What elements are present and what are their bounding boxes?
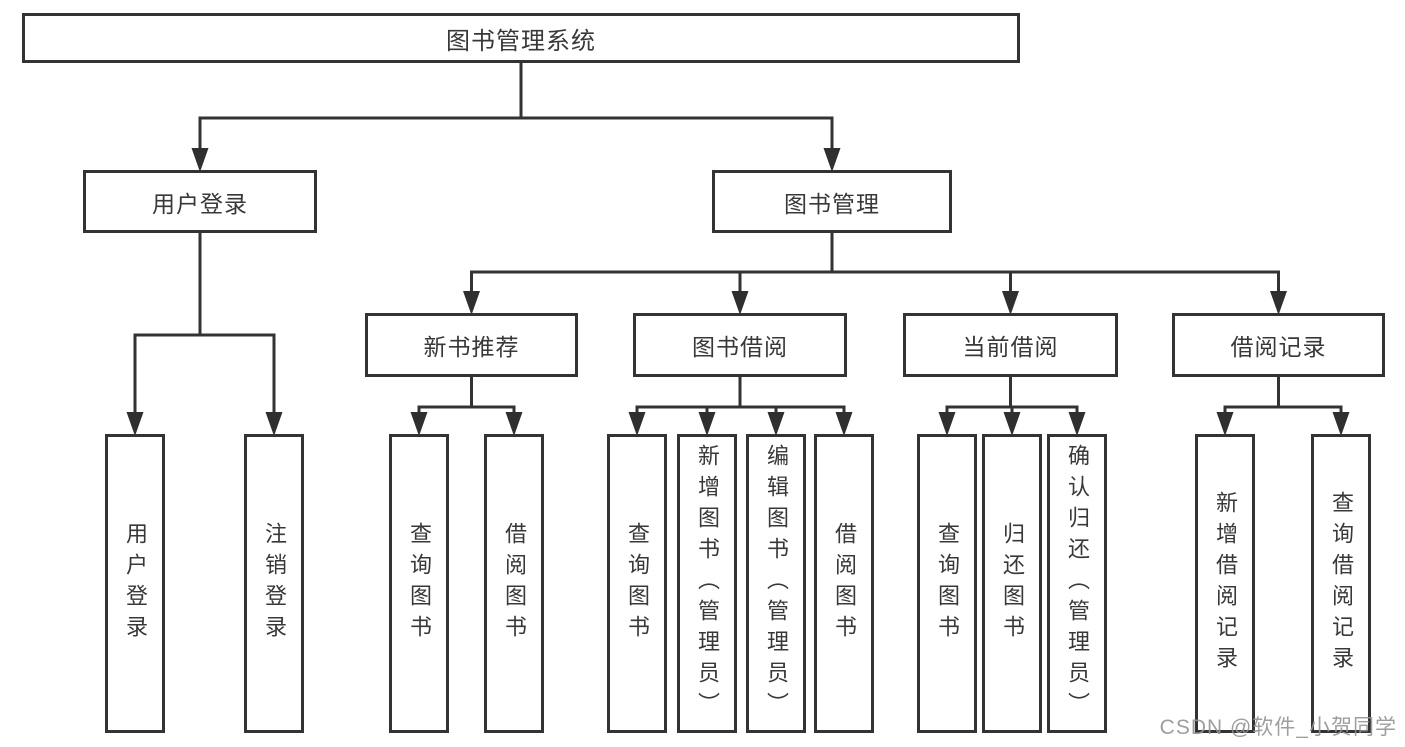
node-book-borrow: 图书借阅 [633,313,847,377]
node-label-leaf-user-login: 用户登录 [123,521,148,646]
node-leaf-borrow-books-borrow: 借阅图书 [814,434,874,733]
node-label-leaf-borrow-books-borrow: 借阅图书 [832,521,857,646]
arrow-down-icon [265,412,283,436]
node-leaf-query-books-new: 查询图书 [389,434,449,733]
node-label-leaf-edit-book-admin: 编辑图书（管理员） [764,444,789,723]
node-leaf-user-login: 用户登录 [105,434,165,733]
arrow-down-icon [1270,291,1287,315]
node-label-leaf-query-books-new: 查询图书 [407,521,432,646]
arrow-down-icon [126,412,144,436]
node-new-book-recommend: 新书推荐 [365,313,578,377]
node-label-current-borrow: 当前借阅 [962,334,1059,360]
arrow-down-icon [767,412,785,436]
node-label-leaf-borrow-books-new: 借阅图书 [502,521,527,646]
arrow-down-icon [835,412,853,436]
arrow-down-icon [1216,412,1234,436]
arrow-down-icon [1332,412,1350,436]
node-leaf-edit-book-admin: 编辑图书（管理员） [746,434,806,733]
arrow-down-icon [463,291,480,315]
node-book-management: 图书管理 [712,170,952,233]
node-label-book-borrow: 图书借阅 [692,334,788,360]
arrow-down-icon [628,412,646,436]
watermark: CSDN @软件_小贺同学 [1159,716,1397,739]
arrow-down-icon [938,412,956,436]
node-label-leaf-query-books-borrow: 查询图书 [625,521,650,646]
node-label-leaf-confirm-return-admin: 确认归还（管理员） [1065,444,1090,723]
node-label-library-system: 图书管理系统 [446,27,596,55]
node-label-user-login: 用户登录 [152,190,248,217]
node-borrow-records: 借阅记录 [1172,313,1385,377]
arrow-down-icon [505,412,523,436]
arrow-down-icon [410,412,428,436]
arrow-down-icon [823,148,841,172]
node-label-leaf-add-borrow-record: 新增借阅记录 [1213,490,1238,677]
node-leaf-query-books-borrow: 查询图书 [607,434,667,733]
node-current-borrow: 当前借阅 [903,313,1118,377]
arrow-down-icon [1003,412,1021,436]
node-label-leaf-return-book: 归还图书 [1000,521,1025,646]
node-label-book-management: 图书管理 [784,190,880,217]
node-leaf-query-books-current: 查询图书 [917,434,977,733]
node-leaf-confirm-return-admin: 确认归还（管理员） [1047,434,1107,733]
node-leaf-borrow-books-new: 借阅图书 [484,434,544,733]
arrow-down-icon [698,412,716,436]
node-label-borrow-records: 借阅记录 [1230,334,1327,360]
node-leaf-query-borrow-record: 查询借阅记录 [1311,434,1371,733]
node-user-login: 用户登录 [83,170,317,233]
node-library-system: 图书管理系统 [22,13,1020,63]
node-label-leaf-add-book-admin: 新增图书（管理员） [695,444,720,723]
node-leaf-add-book-admin: 新增图书（管理员） [677,434,737,733]
node-label-leaf-logout-login: 注销登录 [262,521,287,646]
node-leaf-add-borrow-record: 新增借阅记录 [1195,434,1255,733]
node-leaf-logout-login: 注销登录 [244,434,304,733]
arrow-down-icon [731,291,749,315]
arrow-down-icon [191,148,209,172]
arrow-down-icon [1002,291,1019,315]
arrow-down-icon [1068,412,1086,436]
node-label-leaf-query-borrow-record: 查询借阅记录 [1329,490,1354,677]
node-leaf-return-book: 归还图书 [982,434,1042,733]
node-label-leaf-query-books-current: 查询图书 [935,521,960,646]
node-label-new-book-recommend: 新书推荐 [423,334,520,360]
